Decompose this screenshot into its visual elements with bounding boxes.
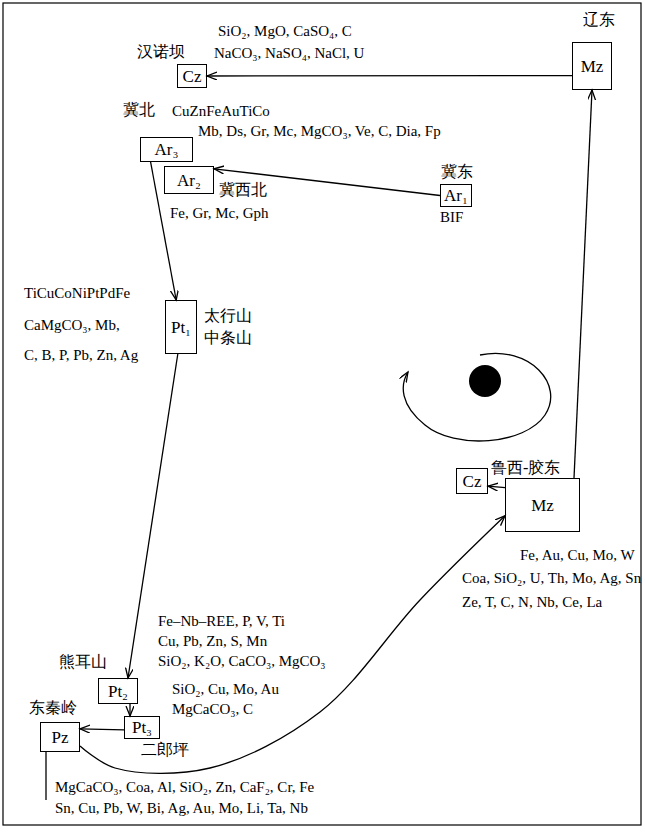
region-box: 熊耳山Pt₂: [98, 678, 138, 704]
region-box: 鲁西-胶东Mz: [505, 478, 580, 532]
mineral-list: Fe, Au, Cu, Mo, W: [520, 546, 635, 564]
mineral-list: TiCuCoNiPtPdFe: [24, 284, 130, 302]
region-box: 冀北Ar₃: [140, 137, 193, 162]
mineral-list: Sn, Cu, Pb, W, Bi, Ag, Au, Mo, Li, Ta, N…: [55, 799, 308, 817]
era-code: Mz: [531, 497, 554, 514]
flow-arrow: [128, 354, 178, 678]
era-code: Ar₃: [155, 141, 179, 158]
place-name: 冀西北: [219, 181, 267, 199]
region-box: 冀西北Ar₂: [164, 166, 214, 194]
era-code: Pz: [52, 729, 69, 746]
flow-arrow: [207, 75, 572, 77]
place-name: 太行山 中条山: [204, 305, 256, 350]
place-name: 冀北: [123, 101, 155, 119]
place-name: 熊耳山: [59, 653, 107, 671]
flow-arrow: [488, 486, 505, 488]
mineral-list: BIF: [440, 208, 463, 226]
center-dot: [469, 365, 501, 397]
era-code: Ar₁: [444, 187, 468, 204]
flow-arrow: [80, 728, 124, 730]
flow-arrow: [574, 90, 592, 478]
mineral-list: Cu, Pb, Zn, S, Mn: [158, 632, 267, 650]
region-box: 汉诺坝Cz: [177, 64, 207, 88]
mineral-list: CaMgCO₃, Mb,: [24, 316, 120, 334]
mineral-list: SiO₂, MgO, CaSO₄, C: [218, 22, 352, 40]
era-code: Pt₁: [171, 319, 191, 336]
flow-arrow: [129, 704, 130, 716]
mineral-list: SiO₂, K₂O, CaCO₃, MgCO₃: [158, 652, 326, 670]
place-name: 二郎坪: [141, 741, 189, 759]
era-code: Mz: [581, 58, 604, 75]
era-code: Cz: [183, 68, 202, 85]
region-box: 东秦岭Pz: [40, 722, 80, 752]
leader-line: [45, 752, 46, 800]
place-name: 东秦岭: [29, 699, 77, 717]
region-box: 太行山 中条山Pt₁: [165, 300, 197, 354]
mineral-list: MgCaCO₃, C: [172, 700, 253, 718]
place-name: 鲁西-胶东: [491, 459, 560, 477]
era-code: Cz: [463, 473, 482, 490]
flow-arrow: [80, 516, 505, 774]
outer-frame: [3, 3, 641, 825]
spiral-arrow: [403, 353, 550, 441]
mineral-list: C, B, P, Pb, Zn, Ag: [24, 346, 138, 364]
era-code: Pt₃: [132, 719, 152, 736]
mineral-list: Coa, SiO₂, U, Th, Mo, Ag, Sn: [462, 569, 641, 587]
mineral-list: MgCaCO₃, Coa, Al, SiO₂, Zn, CaF₂, Cr, Fe: [55, 778, 314, 796]
region-box: 冀东Ar₁: [440, 184, 472, 207]
place-name: 辽东: [583, 11, 615, 29]
mineral-list: NaCO₃, NaSO₄, NaCl, U: [214, 44, 364, 62]
mineral-list: Fe, Gr, Mc, Gph: [170, 204, 269, 222]
mineral-list: Mb, Ds, Gr, Mc, MgCO₃, Ve, C, Dia, Fp: [198, 122, 441, 140]
mineral-list: CuZnFeAuTiCo: [172, 102, 270, 120]
mineral-list: SiO₂, Cu, Mo, Au: [172, 680, 279, 698]
mineral-list: Fe–Nb–REE, P, V, Ti: [158, 612, 285, 630]
region-box: 辽东Mz: [572, 42, 612, 90]
region-box: Cz: [456, 468, 488, 494]
region-box: 二郎坪Pt₃: [124, 716, 160, 739]
mineral-list: Ze, T, C, N, Nb, Ce, La: [462, 593, 602, 611]
place-name: 冀东: [441, 163, 473, 181]
place-name: 汉诺坝: [137, 43, 185, 61]
era-code: Ar₂: [177, 172, 201, 189]
era-code: Pt₂: [108, 683, 128, 700]
